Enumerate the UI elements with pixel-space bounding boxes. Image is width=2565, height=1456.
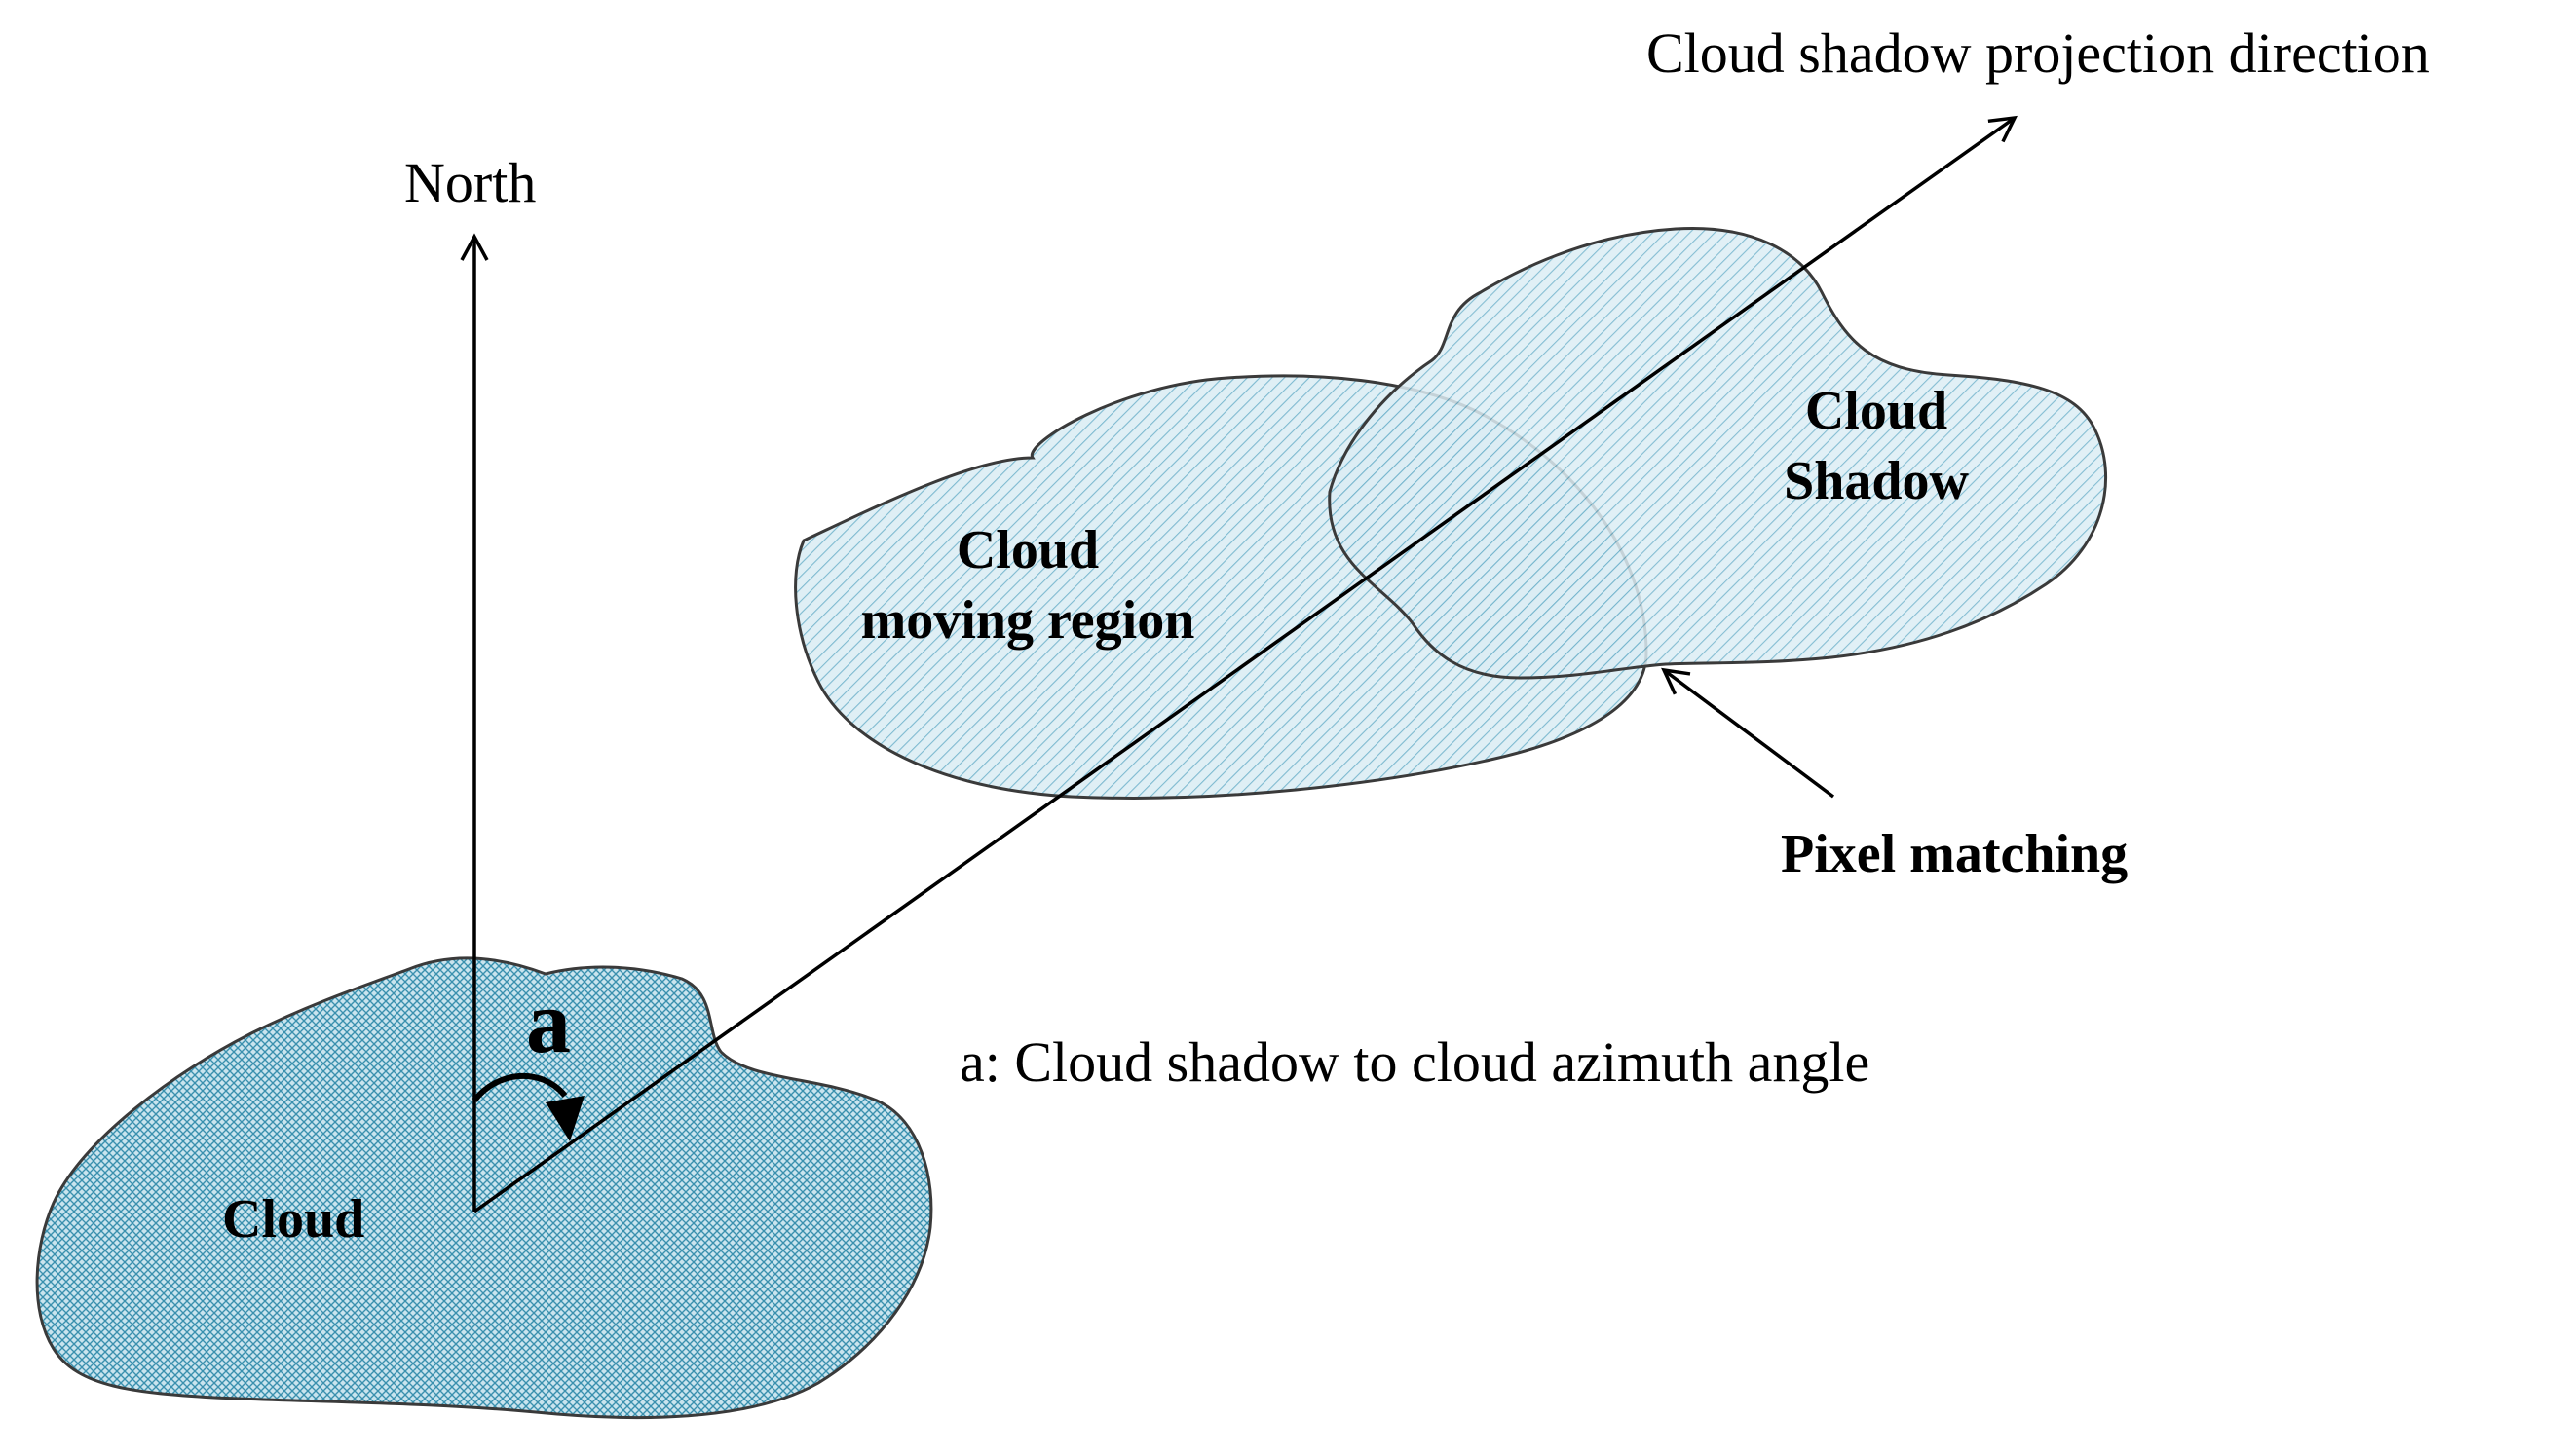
angle-legend-label: a: Cloud shadow to cloud azimuth angle	[960, 1030, 1869, 1094]
cloud-moving-region-label-line1: Cloud	[957, 520, 1099, 580]
cloud-shadow-label-line1: Cloud	[1805, 381, 1947, 441]
projection-direction-label: Cloud shadow projection direction	[1646, 21, 2430, 85]
pixel-matching-arrow	[1661, 667, 1835, 799]
cloud-label: Cloud	[222, 1189, 364, 1250]
azimuth-angle-arrowhead	[546, 1096, 585, 1141]
north-label: North	[404, 151, 536, 214]
projection-direction-arrow	[472, 115, 2018, 1213]
cloud-shadow-label-line2: Shadow	[1784, 451, 1969, 511]
azimuth-angle-arc	[472, 1073, 568, 1102]
cloud-shadow-shape	[1328, 226, 2107, 680]
cloud-moving-region-label-line2: moving region	[861, 590, 1195, 651]
pixel-matching-label: Pixel matching	[1781, 824, 2128, 884]
angle-symbol-label: a	[526, 972, 571, 1071]
cloud-shape	[35, 956, 933, 1420]
